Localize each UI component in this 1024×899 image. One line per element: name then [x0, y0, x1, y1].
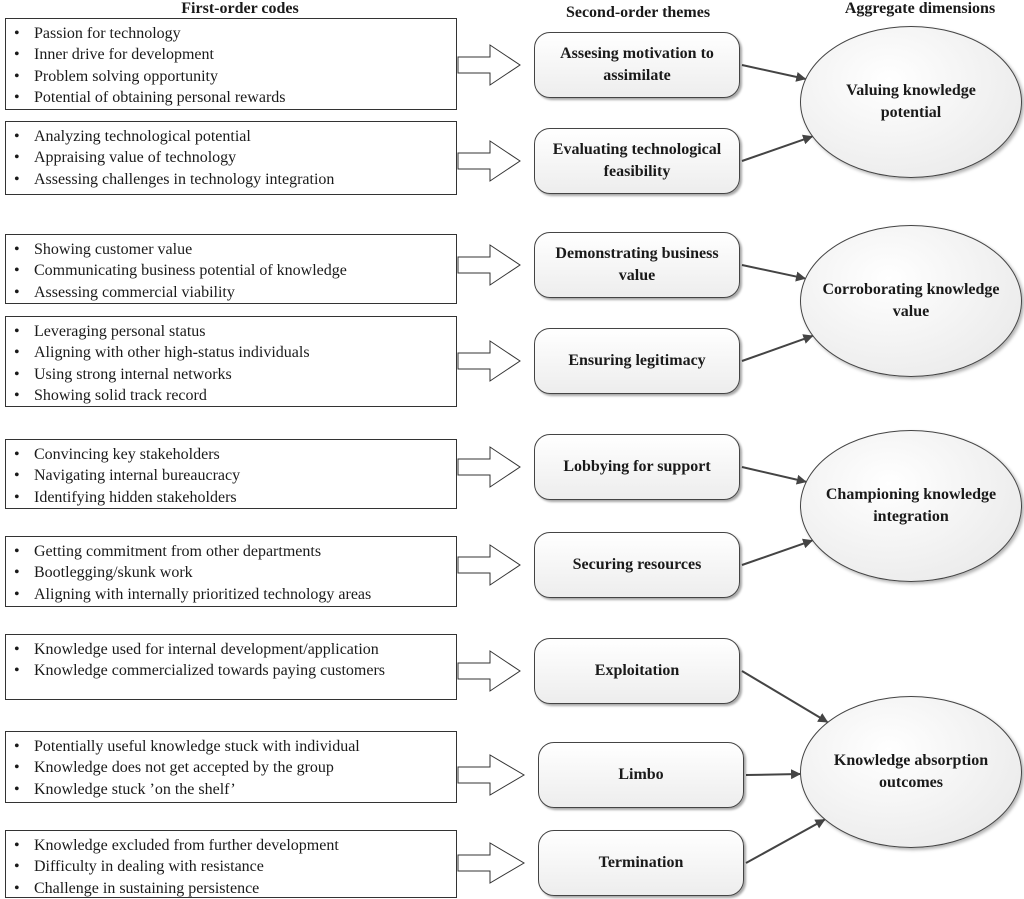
code-item: Analyzing technological potential	[12, 126, 452, 148]
code-list: Knowledge excluded from further developm…	[12, 835, 452, 899]
second-order-theme: Assesing motivation to assimilate	[534, 32, 740, 98]
code-list: Showing customer valueCommunicating busi…	[12, 239, 452, 304]
theme-label: Limbo	[618, 766, 664, 783]
first-order-codes-box: Showing customer valueCommunicating busi…	[5, 234, 457, 304]
connector-arrow	[745, 769, 802, 780]
code-list: Passion for technologyInner drive for de…	[12, 23, 452, 109]
connector-arrow	[745, 818, 826, 864]
block-arrow	[457, 842, 525, 884]
aggregate-dimension: Knowledge absorption outcomes	[800, 696, 1022, 848]
second-order-theme: Termination	[538, 830, 744, 896]
aggregate-dimension: Corroborating knowledge value	[800, 225, 1022, 377]
block-arrow	[457, 754, 525, 796]
header-aggregate-dimensions: Aggregate dimensions	[844, 0, 996, 17]
code-item: Aligning with internally prioritized tec…	[12, 584, 452, 606]
code-item: Inner drive for development	[12, 44, 452, 66]
code-item: Potential of obtaining personal rewards	[12, 87, 452, 109]
code-item: Challenge in sustaining persistence	[12, 878, 452, 899]
connector-arrow	[741, 670, 829, 723]
code-item: Convincing key stakeholders	[12, 444, 452, 466]
theme-label: Exploitation	[594, 662, 680, 679]
code-item: Showing solid track record	[12, 385, 452, 407]
connector-arrow	[741, 334, 814, 362]
first-order-codes-box: Leveraging personal statusAligning with …	[5, 316, 457, 407]
theme-label: Termination	[598, 854, 684, 871]
block-arrow	[457, 544, 521, 586]
theme-label: Ensuring legitimacy	[568, 352, 706, 369]
code-item: Appraising value of technology	[12, 147, 452, 169]
code-item: Passion for technology	[12, 23, 452, 45]
first-order-codes-box: Potentially useful knowledge stuck with …	[5, 731, 457, 803]
code-item: Aligning with other high-status individu…	[12, 342, 452, 364]
block-arrow	[457, 650, 521, 692]
theme-label: Demonstrating business value	[555, 245, 719, 284]
block-arrow	[457, 446, 521, 488]
aggregate-dimension: Championing knowledge integration	[800, 430, 1022, 582]
connector-arrow	[741, 64, 807, 82]
header-second-order-themes: Second-order themes	[565, 4, 711, 21]
second-order-theme: Lobbying for support	[534, 434, 740, 500]
second-order-theme: Limbo	[538, 742, 744, 808]
theme-label: Securing resources	[572, 556, 702, 573]
code-item: Bootlegging/skunk work	[12, 562, 452, 584]
code-item: Assessing commercial viability	[12, 282, 452, 304]
aggregate-dimension: Valuing knowledge potential	[800, 26, 1022, 178]
first-order-codes-box: Getting commitment from other department…	[5, 536, 457, 607]
code-item: Knowledge stuck ’on the shelf’	[12, 779, 452, 801]
code-item: Identifying hidden stakeholders	[12, 487, 452, 509]
code-list: Potentially useful knowledge stuck with …	[12, 736, 452, 801]
theme-label: Evaluating technological feasibility	[552, 141, 722, 180]
block-arrow	[457, 44, 521, 86]
block-arrow	[457, 140, 521, 182]
code-item: Leveraging personal status	[12, 321, 452, 343]
dimension-label: Knowledge absorption outcomes	[833, 752, 989, 791]
code-item: Knowledge commercialized towards paying …	[12, 660, 452, 682]
connector-arrow	[741, 134, 814, 162]
dimension-label: Championing knowledge integration	[825, 486, 997, 525]
dimension-label: Valuing knowledge potential	[846, 82, 976, 121]
second-order-theme: Exploitation	[534, 638, 740, 704]
second-order-theme: Demonstrating business value	[534, 232, 740, 298]
connector-arrow	[741, 264, 806, 282]
second-order-theme: Securing resources	[534, 532, 740, 598]
code-item: Knowledge does not get accepted by the g…	[12, 757, 452, 779]
code-item: Using strong internal networks	[12, 364, 452, 386]
second-order-theme: Evaluating technological feasibility	[534, 128, 740, 194]
code-item: Knowledge excluded from further developm…	[12, 835, 452, 857]
code-list: Leveraging personal statusAligning with …	[12, 321, 452, 407]
theme-label: Lobbying for support	[563, 458, 711, 475]
theme-label: Assesing motivation to assimilate	[560, 45, 714, 84]
first-order-codes-box: Knowledge excluded from further developm…	[5, 830, 457, 899]
code-item: Difficulty in dealing with resistance	[12, 856, 452, 878]
code-item: Problem solving opportunity	[12, 66, 452, 88]
block-arrow	[457, 244, 521, 286]
header-first-order-codes: First-order codes	[181, 0, 299, 17]
code-item: Showing customer value	[12, 239, 452, 261]
code-item: Communicating business potential of know…	[12, 260, 452, 282]
code-list: Knowledge used for internal development/…	[12, 639, 452, 682]
code-item: Assessing challenges in technology integ…	[12, 169, 452, 191]
first-order-codes-box: Knowledge used for internal development/…	[5, 634, 457, 700]
first-order-codes-box: Analyzing technological potentialApprais…	[5, 121, 457, 195]
first-order-codes-box: Passion for technologyInner drive for de…	[5, 18, 457, 110]
first-order-codes-box: Convincing key stakeholdersNavigating in…	[5, 439, 457, 509]
code-item: Navigating internal bureaucracy	[12, 465, 452, 487]
second-order-theme: Ensuring legitimacy	[534, 328, 740, 394]
code-list: Convincing key stakeholdersNavigating in…	[12, 444, 452, 509]
block-arrow	[457, 340, 521, 382]
code-item: Potentially useful knowledge stuck with …	[12, 736, 452, 758]
connector-arrow	[741, 466, 807, 485]
code-item: Knowledge used for internal development/…	[12, 639, 452, 661]
code-list: Analyzing technological potentialApprais…	[12, 126, 452, 191]
connector-arrow	[741, 538, 814, 566]
dimension-label: Corroborating knowledge value	[822, 281, 1000, 320]
code-item: Getting commitment from other department…	[12, 541, 452, 563]
code-list: Getting commitment from other department…	[12, 541, 452, 606]
